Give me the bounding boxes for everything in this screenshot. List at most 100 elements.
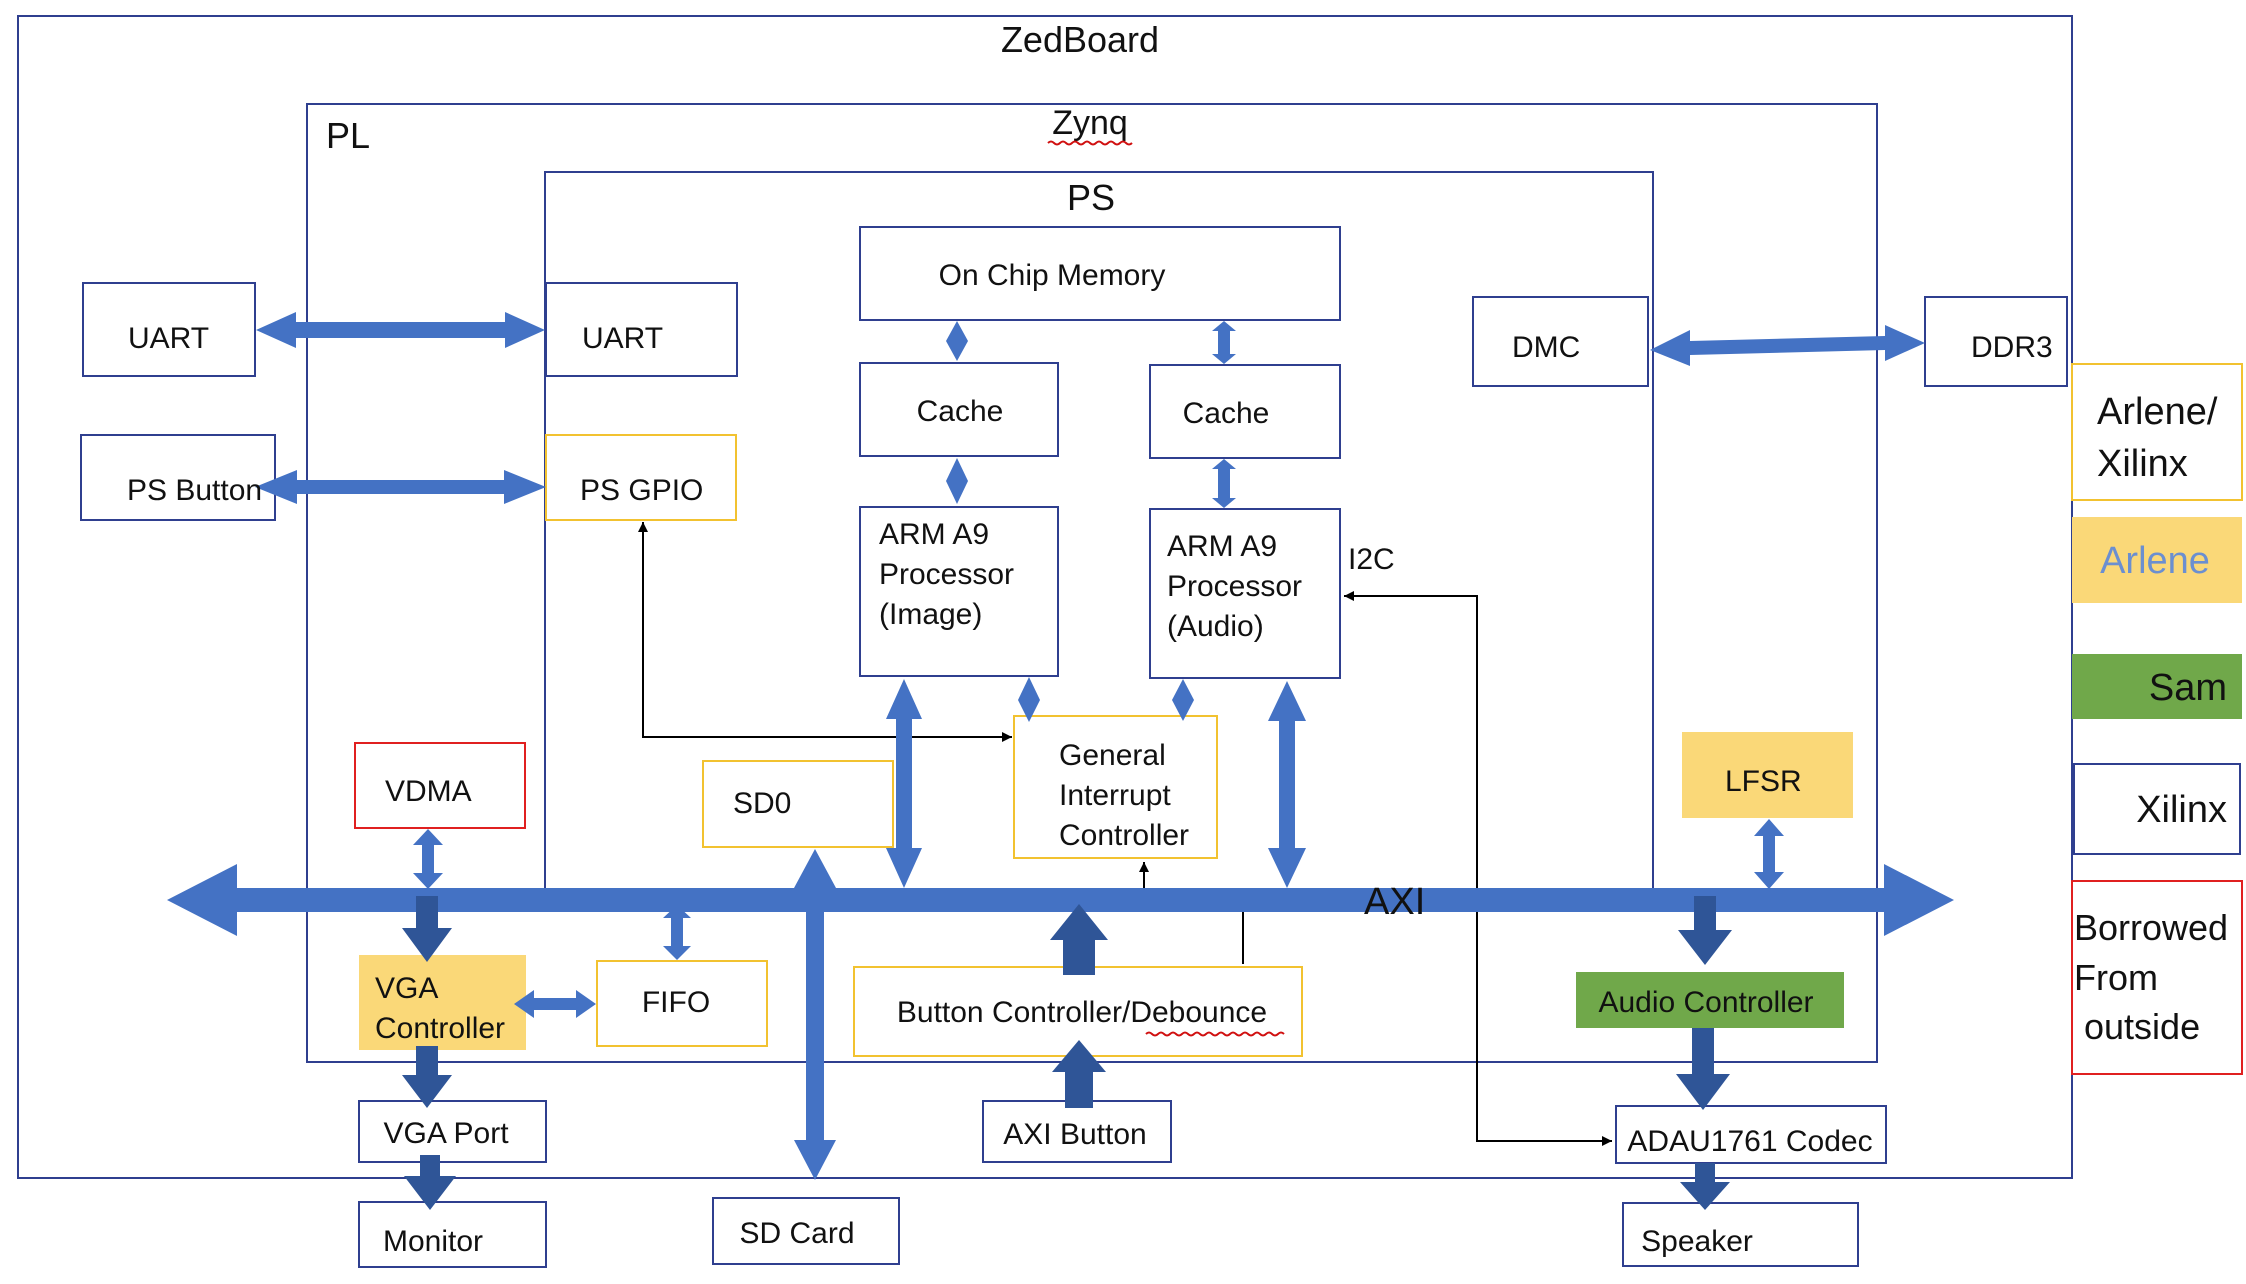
legend-xilinx-label: Xilinx [2136, 789, 2227, 831]
gic-label-1: General [1059, 739, 1166, 772]
axi-button-arrow [1052, 1040, 1106, 1108]
cache-image-block [859, 362, 1059, 457]
lfsr-axi-arrow [1754, 819, 1784, 889]
on-chip-memory-label: On Chip Memory [939, 259, 1166, 292]
arm-image-label-1: ARM A9 [879, 518, 989, 551]
vdma-axi-arrow [413, 829, 443, 889]
button-ctrl-axi-arrow [1050, 904, 1108, 975]
legend-borrowed-swatch [2071, 880, 2243, 1075]
ps-gpio-label: PS GPIO [580, 474, 703, 507]
codec-i2c-path [1344, 591, 1612, 1142]
vga-port-label: VGA Port [383, 1117, 509, 1150]
sd-card-arrow [794, 849, 836, 1180]
ddr3-label: DDR3 [1971, 331, 2053, 364]
arm-audio-block [1149, 508, 1341, 679]
lfsr-label: LFSR [1725, 765, 1802, 798]
audio-controller-label: Audio Controller [1598, 986, 1813, 1019]
zynq-spell-underline [1047, 140, 1133, 146]
uart-ps-block [545, 282, 738, 377]
uart-ext-label: UART [128, 322, 209, 355]
uart-ext-block [82, 282, 256, 377]
monitor-arrow [404, 1155, 456, 1210]
arm-image-block [859, 506, 1059, 677]
cache-audio-label: Cache [1183, 397, 1270, 430]
axi-button-label: AXI Button [1003, 1118, 1146, 1151]
sd0-block [702, 760, 894, 848]
dmc-label: DMC [1512, 331, 1580, 364]
legend-xilinx-swatch [2073, 763, 2241, 855]
axi-vga-controller-arrow [402, 896, 452, 962]
arm-image-label-3: (Image) [879, 598, 982, 631]
button-controller-label: Button Controller/Debounce [897, 996, 1267, 1029]
fifo-axi-arrow [663, 905, 691, 960]
uart-link-arrow [256, 312, 545, 348]
gic-label-2: Interrupt [1059, 779, 1171, 812]
uart-ps-label: UART [582, 322, 663, 355]
legend-arlene-xilinx-label-2: Xilinx [2097, 443, 2188, 485]
legend-arlene-label: Arlene [2100, 540, 2210, 582]
sd0-label: SD0 [733, 787, 791, 820]
ddr3-block [1924, 296, 2068, 387]
speaker-block [1622, 1202, 1859, 1267]
axi-button-block [982, 1100, 1172, 1163]
audio-codec-arrow [1676, 1028, 1730, 1110]
zedboard-title: ZedBoard [1001, 19, 1159, 60]
vdma-label: VDMA [385, 775, 472, 808]
cache-audio-block [1149, 364, 1341, 459]
button-ctrl-to-gic-line [1139, 862, 1244, 964]
gic-label-3: Controller [1059, 819, 1189, 852]
vga-controller-block [359, 955, 526, 1050]
vga-controller-label-2: Controller [375, 1012, 505, 1045]
speaker-arrow [1680, 1163, 1730, 1210]
button-controller-block [853, 966, 1303, 1057]
mem-cache-audio-link [1212, 321, 1236, 364]
arm-audio-label-2: Processor [1167, 570, 1302, 603]
vga-port-arrow [402, 1046, 452, 1108]
legend-sam-swatch [2072, 654, 2242, 719]
cache-arm-image-link [946, 458, 968, 504]
debounce-spell-underline [1145, 1031, 1285, 1037]
monitor-label: Monitor [383, 1225, 483, 1258]
axi-audio-controller-arrow [1678, 896, 1732, 965]
axi-bus [167, 864, 1954, 936]
speaker-label: Speaker [1641, 1225, 1753, 1258]
codec-label: ADAU1761 Codec [1627, 1125, 1872, 1158]
fifo-label: FIFO [642, 986, 710, 1019]
legend-arlene-xilinx-swatch [2071, 363, 2243, 501]
ps-title: PS [1067, 177, 1115, 218]
vga-controller-label-1: VGA [375, 972, 438, 1005]
fifo-block [596, 960, 768, 1047]
cache-arm-audio-link [1212, 459, 1236, 508]
arm-audio-gic-link [1172, 679, 1194, 721]
axi-bus-label: AXI [1364, 881, 1425, 923]
vga-port-block [358, 1100, 547, 1163]
legend-arlene-xilinx-label-1: Arlene/ [2097, 391, 2218, 433]
sd-card-block [712, 1197, 900, 1265]
ps-button-link-arrow [255, 470, 546, 504]
i2c-label: I2C [1348, 543, 1395, 576]
zynq-title: Zynq [1052, 104, 1128, 142]
gic-block [1013, 715, 1218, 859]
lfsr-block [1682, 732, 1853, 818]
vga-fifo-arrow [514, 990, 596, 1018]
ddr-link-arrow [1650, 325, 1925, 366]
arm-audio-axi-arrow [1268, 681, 1306, 888]
ps-button-label: PS Button [127, 474, 262, 507]
legend-arlene-swatch [2072, 517, 2242, 603]
mem-cache-image-link [946, 321, 968, 361]
pl-title: PL [326, 115, 370, 156]
ps-gpio-block [545, 434, 737, 521]
arm-image-axi-arrow [886, 679, 922, 888]
vdma-block [354, 742, 526, 829]
gpio-to-gic-line [642, 526, 1012, 742]
cache-image-label: Cache [917, 395, 1004, 428]
legend-borrowed-label-2: From [2074, 957, 2158, 998]
legend-sam-label: Sam [2149, 667, 2227, 709]
audio-controller-block [1576, 972, 1844, 1028]
legend-borrowed-label-1: Borrowed [2074, 907, 2228, 948]
arm-audio-label-1: ARM A9 [1167, 530, 1277, 563]
monitor-block [358, 1201, 547, 1268]
on-chip-memory-block [859, 226, 1341, 321]
codec-block [1615, 1105, 1887, 1164]
